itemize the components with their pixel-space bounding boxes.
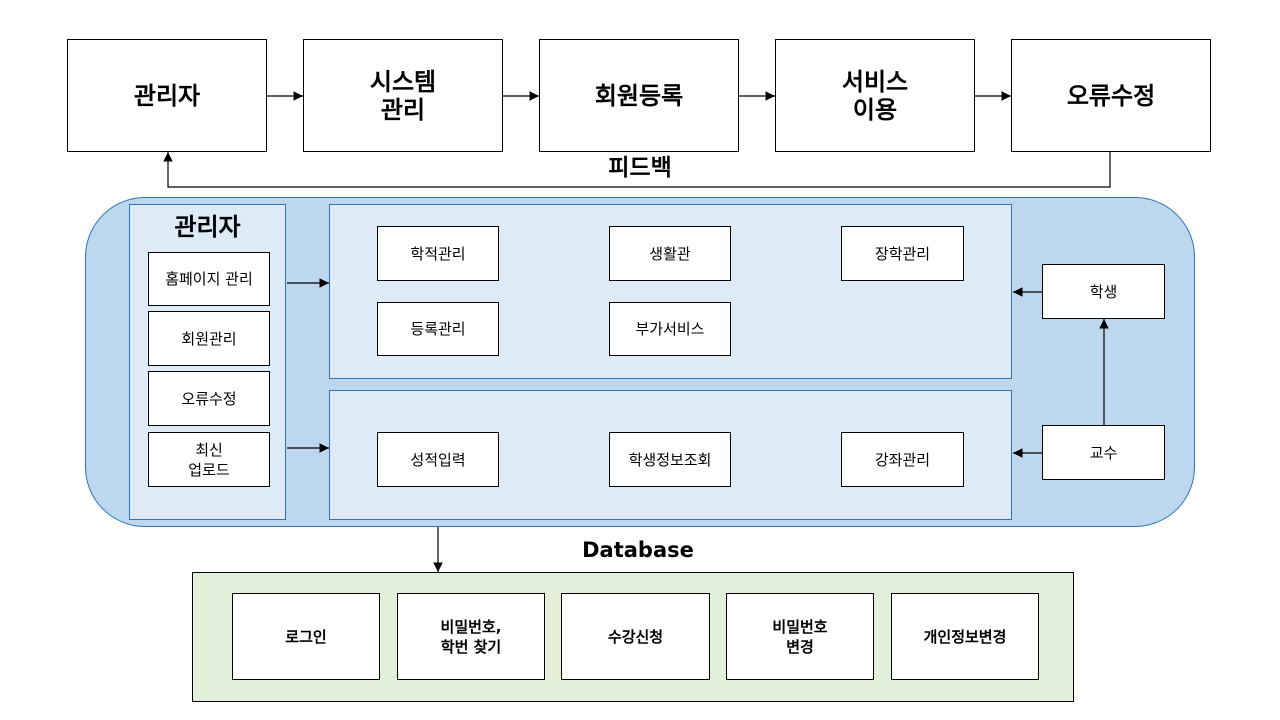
service-additional: 부가서비스 [609, 302, 731, 356]
feedback-label: 피드백 [608, 155, 672, 181]
database-label: Database [582, 538, 694, 562]
service-academic-records: 학적관리 [377, 226, 499, 281]
flow-step-member-registration: 회원등록 [539, 39, 739, 152]
admin-item-error-fix: 오류수정 [148, 371, 270, 426]
service-dormitory: 생활관 [609, 226, 731, 281]
flow-step-system-management: 시스템 관리 [303, 39, 503, 152]
flow-step-error-fix: 오류수정 [1011, 39, 1211, 152]
service-registration: 등록관리 [377, 302, 499, 356]
actor-student: 학생 [1042, 264, 1165, 319]
db-item-change-password: 비밀번호 변경 [726, 593, 874, 680]
service-grade-input: 성적입력 [377, 432, 499, 487]
flow-step-admin: 관리자 [67, 39, 267, 152]
db-item-login: 로그인 [232, 593, 380, 680]
flow-step-service-use: 서비스 이용 [775, 39, 975, 152]
admin-item-upload: 최신 업로드 [148, 432, 270, 487]
admin-item-homepage: 홈페이지 관리 [148, 252, 270, 306]
service-student-info: 학생정보조회 [609, 432, 731, 487]
admin-panel-title: 관리자 [174, 213, 241, 241]
db-item-find-password-id: 비밀번호, 학번 찾기 [397, 593, 545, 680]
service-course-management: 강좌관리 [841, 432, 964, 487]
admin-item-members: 회원관리 [148, 311, 270, 366]
actor-professor: 교수 [1042, 425, 1165, 480]
service-scholarship: 장학관리 [841, 226, 964, 281]
db-item-change-personal-info: 개인정보변경 [891, 593, 1039, 680]
db-item-course-enrollment: 수강신청 [561, 593, 710, 680]
feedback-loop-line [163, 152, 1111, 188]
